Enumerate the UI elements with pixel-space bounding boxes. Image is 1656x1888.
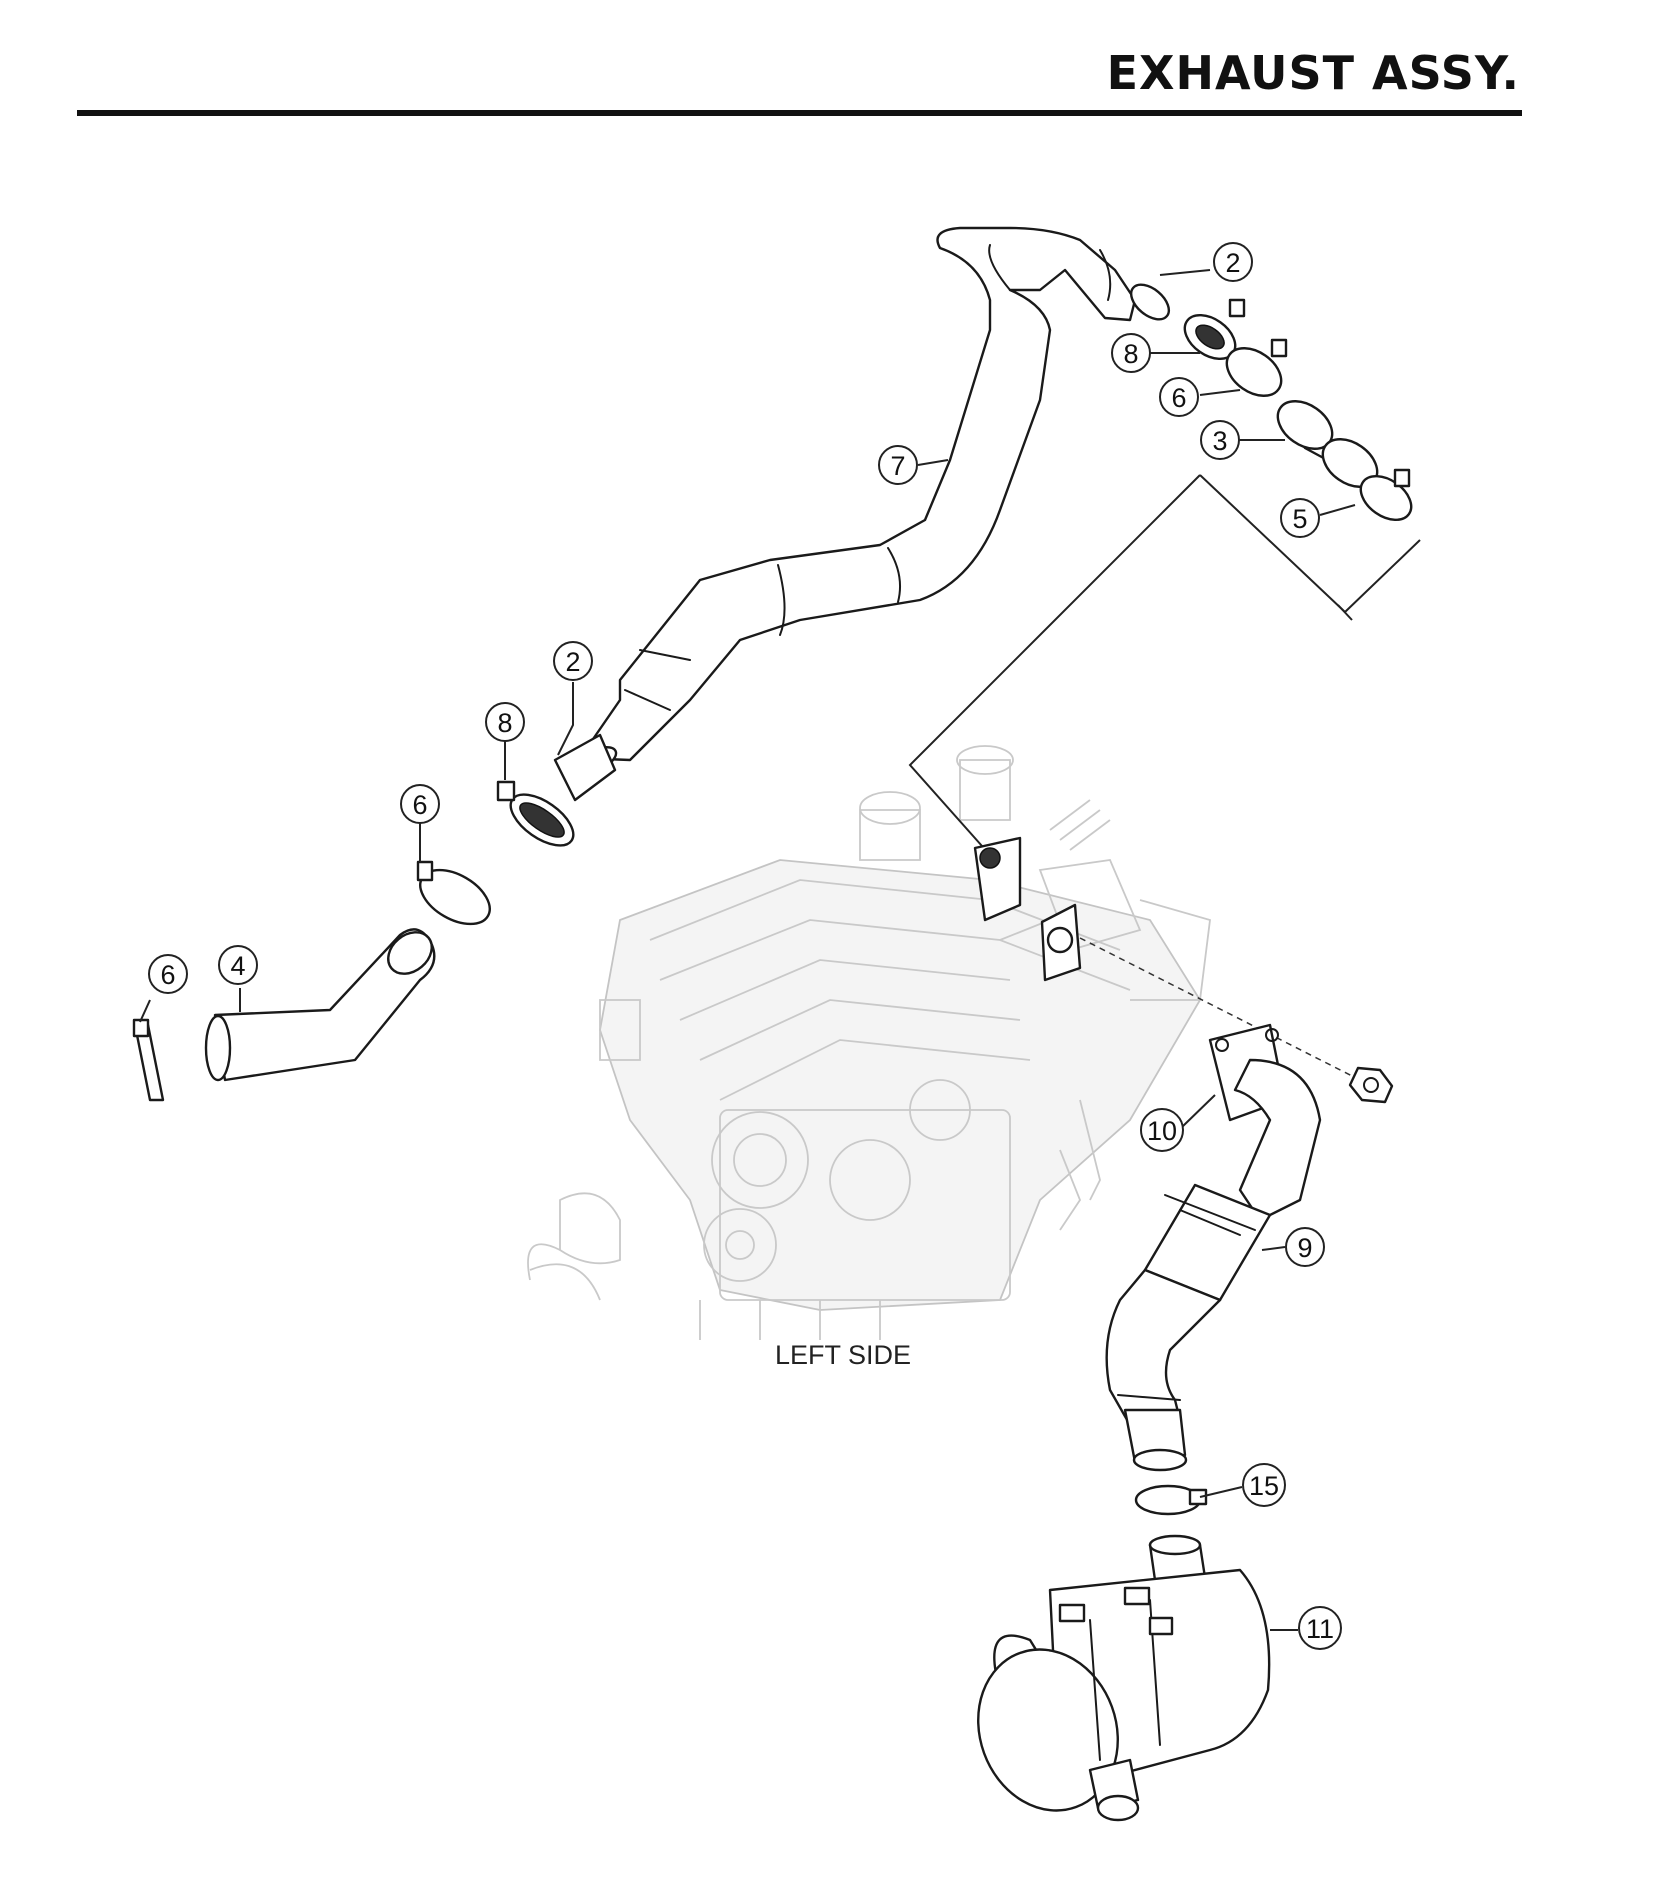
callout-11: 11 [1298, 1606, 1342, 1650]
callout-3: 3 [1200, 420, 1240, 460]
clamp-15 [1134, 1484, 1208, 1516]
callout-4: 4 [218, 945, 258, 985]
svg-text:8: 8 [1123, 339, 1138, 369]
engine-ghost-illustration [527, 745, 1211, 1340]
callout-15: 15 [1242, 1463, 1286, 1507]
svg-text:10: 10 [1147, 1116, 1177, 1146]
callout-6-middle: 6 [400, 784, 440, 824]
callout-7: 7 [878, 445, 918, 485]
svg-text:7: 7 [890, 451, 905, 481]
svg-text:2: 2 [1225, 248, 1240, 278]
callout-6-left: 6 [148, 954, 188, 994]
muffler-11 [977, 1534, 1271, 1822]
callout-8-lower: 8 [485, 702, 525, 742]
svg-text:6: 6 [412, 790, 427, 820]
callout-leaders [139, 269, 1356, 1631]
callout-2-upper: 2 [1213, 242, 1253, 282]
view-label: LEFT SIDE [775, 1340, 911, 1370]
callout-5: 5 [1280, 498, 1320, 538]
callout-6-upper: 6 [1159, 377, 1199, 417]
svg-text:8: 8 [497, 708, 512, 738]
svg-text:4: 4 [230, 951, 245, 981]
callout-9: 9 [1285, 1227, 1325, 1267]
turbo-outlet-flange [973, 836, 1394, 1104]
flex-pipe-assembly [1105, 1023, 1322, 1472]
upper-clamp-set [1183, 298, 1413, 522]
lower-clamp-set [132, 733, 617, 1102]
callout-10: 10 [1140, 1108, 1184, 1152]
svg-text:6: 6 [160, 960, 175, 990]
svg-text:5: 5 [1292, 504, 1307, 534]
svg-text:2: 2 [565, 647, 580, 677]
callout-2-lower: 2 [553, 641, 593, 681]
title-divider [77, 110, 1522, 116]
svg-text:3: 3 [1212, 426, 1227, 456]
callout-8-upper: 8 [1111, 333, 1151, 373]
svg-text:11: 11 [1306, 1614, 1334, 1644]
exhaust-pipe-7 [566, 226, 1171, 779]
page-title: EXHAUST ASSY. [1106, 46, 1520, 100]
svg-text:6: 6 [1171, 383, 1186, 413]
view-reference-leaders [908, 474, 1421, 856]
svg-text:15: 15 [1249, 1471, 1279, 1501]
svg-text:9: 9 [1297, 1233, 1312, 1263]
